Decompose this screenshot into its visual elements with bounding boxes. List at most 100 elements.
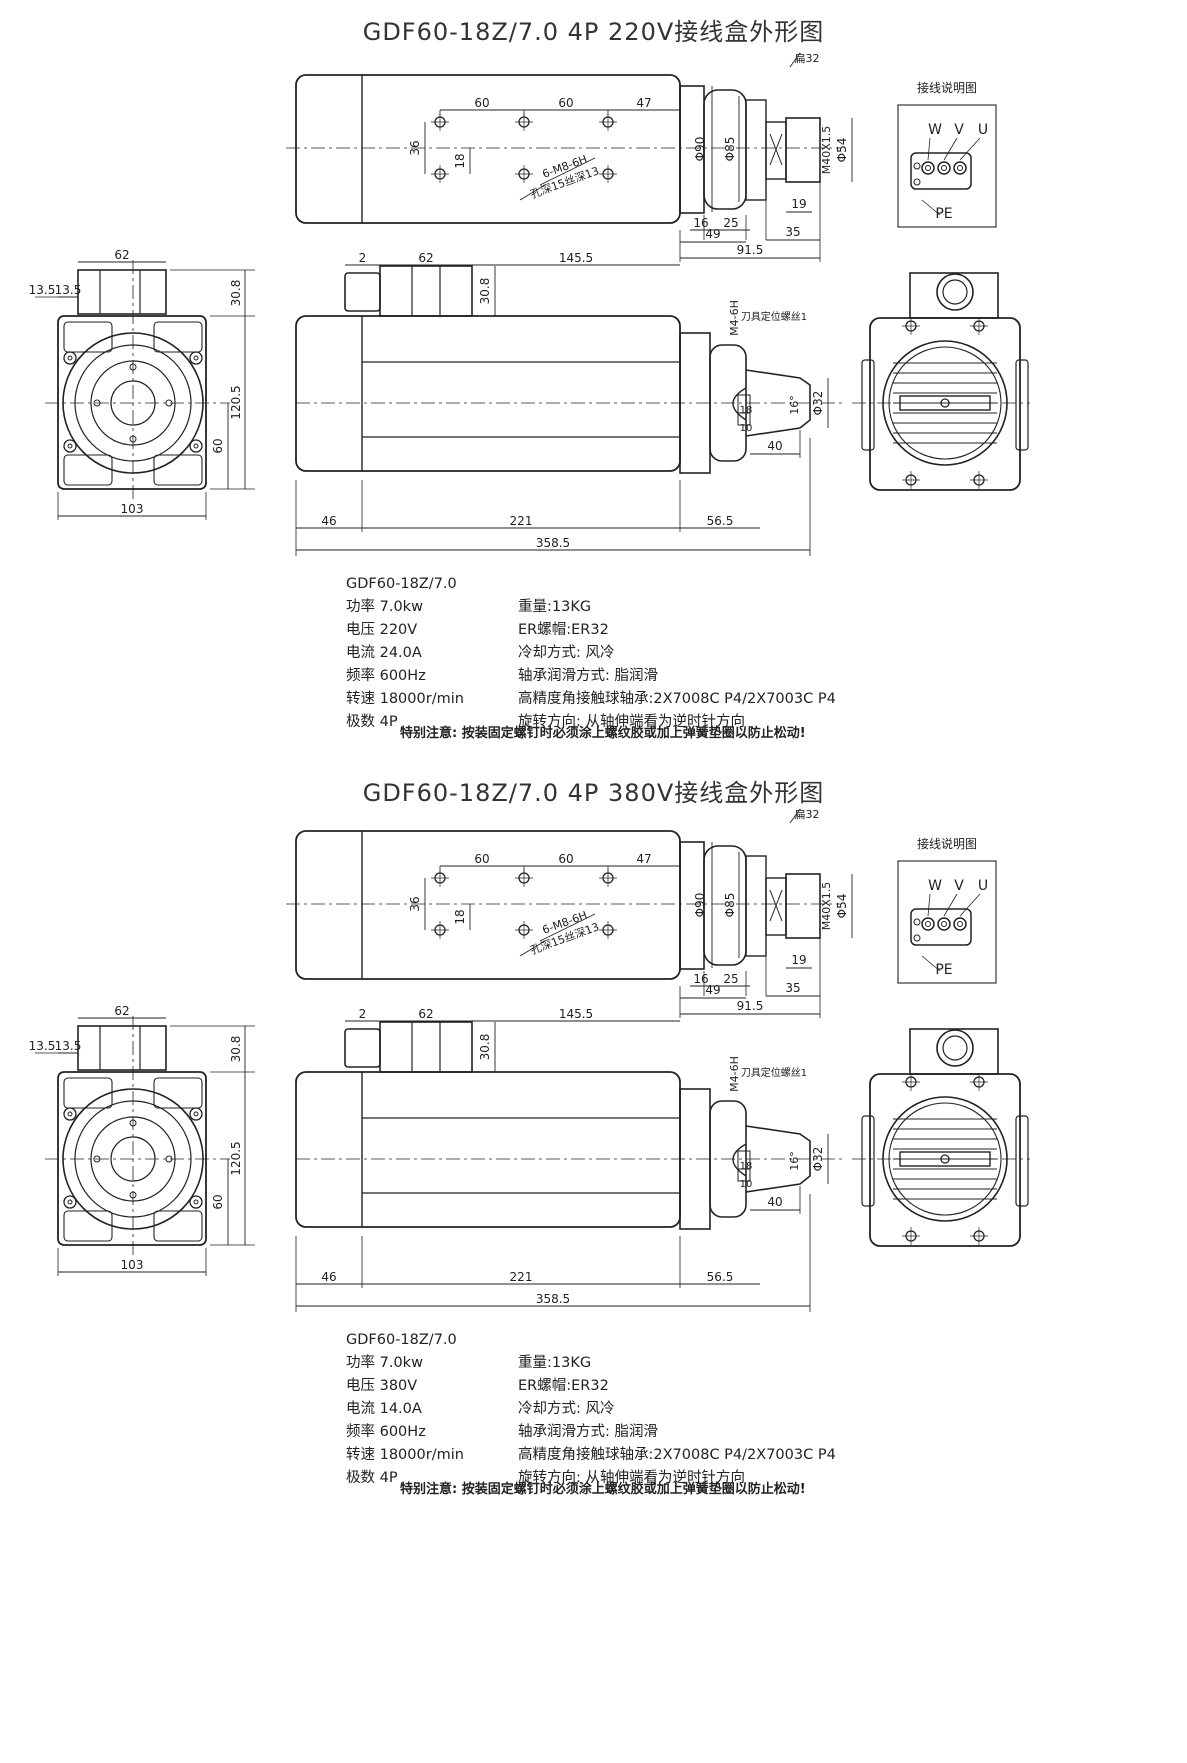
spec-table: GDF60-18Z/7.0 功率 7.0kw 重量:13KG 电压 380V ER螺… — [346, 1329, 836, 1490]
svg-text:19: 19 — [791, 953, 806, 967]
svg-text:145.5: 145.5 — [559, 251, 593, 265]
svg-text:13.5: 13.5 — [29, 283, 56, 297]
svg-text:Φ90: Φ90 — [693, 893, 707, 918]
drawing-title: GDF60-18Z/7.0 4P 220V接线盒外形图 — [362, 18, 825, 46]
svg-text:PE: PE — [935, 962, 952, 978]
svg-text:2: 2 — [359, 1007, 367, 1021]
svg-text:49: 49 — [705, 983, 720, 997]
svg-text:47: 47 — [636, 852, 651, 866]
svg-text:16°: 16° — [788, 395, 801, 415]
spec-bearings: 高精度角接触球轴承:2X7008C P4/2X7003C P4 — [518, 1447, 836, 1463]
spec-power: 功率 7.0kw — [346, 1355, 423, 1371]
spec-power: 功率 7.0kw — [346, 599, 423, 615]
svg-text:25: 25 — [723, 972, 738, 986]
svg-text:18: 18 — [740, 1161, 753, 1172]
svg-text:M4-6H: M4-6H — [728, 300, 741, 336]
svg-text:16°: 16° — [788, 1151, 801, 1171]
spec-cooling: 冷却方式: 风冷 — [518, 1401, 615, 1417]
spec-poles: 极数 4P — [346, 1470, 398, 1486]
svg-text:M40X1.5: M40X1.5 — [820, 882, 833, 931]
svg-text:62: 62 — [114, 1004, 129, 1018]
svg-text:36: 36 — [408, 896, 422, 911]
svg-text:49: 49 — [705, 227, 720, 241]
svg-text:Φ85: Φ85 — [723, 137, 737, 162]
svg-text:56.5: 56.5 — [707, 514, 734, 528]
svg-text:221: 221 — [510, 1270, 533, 1284]
svg-text:40: 40 — [767, 439, 782, 453]
spec-current: 电流 14.0A — [346, 1401, 422, 1417]
drawing-title: GDF60-18Z/7.0 4P 380V接线盒外形图 — [362, 779, 825, 807]
spec-frequency: 频率 600Hz — [346, 1424, 426, 1440]
svg-text:60: 60 — [474, 96, 489, 110]
svg-text:V: V — [954, 878, 964, 894]
svg-text:46: 46 — [321, 1270, 336, 1284]
svg-text:V: V — [954, 122, 964, 138]
spec-model: GDF60-18Z/7.0 — [346, 1332, 457, 1348]
svg-text:Φ54: Φ54 — [835, 138, 849, 163]
svg-text:13.5: 13.5 — [55, 1039, 82, 1053]
svg-text:46: 46 — [321, 514, 336, 528]
spec-lubrication: 轴承润滑方式: 脂润滑 — [518, 668, 658, 684]
svg-text:120.5: 120.5 — [229, 385, 243, 419]
spec-voltage: 电压 220V — [346, 622, 418, 638]
svg-text:扁32: 扁32 — [795, 808, 820, 821]
svg-text:Φ32: Φ32 — [811, 391, 825, 416]
spec-voltage: 电压 380V — [346, 1378, 418, 1394]
svg-text:56.5: 56.5 — [707, 1270, 734, 1284]
svg-text:60: 60 — [211, 438, 225, 453]
svg-text:103: 103 — [121, 1258, 144, 1272]
svg-text:358.5: 358.5 — [536, 536, 570, 550]
svg-text:62: 62 — [418, 251, 433, 265]
spec-cooling: 冷却方式: 风冷 — [518, 645, 615, 661]
svg-text:60: 60 — [558, 852, 573, 866]
svg-text:60: 60 — [211, 1194, 225, 1209]
spec-collet: ER螺帽:ER32 — [518, 1378, 609, 1394]
svg-text:U: U — [978, 122, 988, 138]
svg-text:16: 16 — [693, 972, 708, 986]
svg-text:30.8: 30.8 — [478, 1034, 492, 1061]
svg-text:M40X1.5: M40X1.5 — [820, 126, 833, 175]
svg-text:扁32: 扁32 — [795, 52, 820, 65]
svg-text:60: 60 — [558, 96, 573, 110]
svg-text:16: 16 — [693, 216, 708, 230]
svg-text:13.5: 13.5 — [29, 1039, 56, 1053]
svg-text:30.8: 30.8 — [229, 280, 243, 307]
svg-text:30.8: 30.8 — [229, 1036, 243, 1063]
svg-text:W: W — [928, 878, 942, 894]
warning-note: 特别注意: 按装固定螺钉时必须涂上螺纹胶或加上弹簧垫圈以防止松动! — [400, 1482, 806, 1497]
svg-text:Φ32: Φ32 — [811, 1147, 825, 1172]
svg-text:2: 2 — [359, 251, 367, 265]
svg-text:Φ54: Φ54 — [835, 894, 849, 919]
spec-rotation: 旋转方向: 从轴伸端看为逆时针方向 — [518, 1470, 745, 1486]
svg-text:13.5: 13.5 — [55, 283, 82, 297]
svg-text:Φ90: Φ90 — [693, 137, 707, 162]
spec-collet: ER螺帽:ER32 — [518, 622, 609, 638]
spec-weight: 重量:13KG — [518, 1355, 592, 1371]
spec-bearings: 高精度角接触球轴承:2X7008C P4/2X7003C P4 — [518, 691, 836, 707]
svg-text:40: 40 — [767, 1195, 782, 1209]
svg-text:刀具定位螺丝1: 刀具定位螺丝1 — [741, 310, 807, 323]
svg-text:145.5: 145.5 — [559, 1007, 593, 1021]
svg-text:358.5: 358.5 — [536, 1292, 570, 1306]
svg-text:W: W — [928, 122, 942, 138]
spec-current: 电流 24.0A — [346, 645, 422, 661]
svg-text:47: 47 — [636, 96, 651, 110]
svg-text:10: 10 — [740, 423, 753, 434]
svg-text:接线说明图: 接线说明图 — [917, 836, 977, 851]
spec-model: GDF60-18Z/7.0 — [346, 576, 457, 592]
svg-text:刀具定位螺丝1: 刀具定位螺丝1 — [741, 1066, 807, 1079]
spec-speed: 转速 18000r/min — [346, 691, 464, 707]
svg-text:60: 60 — [474, 852, 489, 866]
svg-text:Φ85: Φ85 — [723, 893, 737, 918]
svg-text:U: U — [978, 878, 988, 894]
svg-text:接线说明图: 接线说明图 — [917, 80, 977, 95]
spec-rotation: 旋转方向: 从轴伸端看为逆时针方向 — [518, 714, 745, 730]
svg-text:19: 19 — [791, 197, 806, 211]
svg-text:62: 62 — [418, 1007, 433, 1021]
svg-text:18: 18 — [453, 909, 467, 924]
svg-text:18: 18 — [740, 405, 753, 416]
svg-text:M4-6H: M4-6H — [728, 1056, 741, 1092]
spec-poles: 极数 4P — [346, 714, 398, 730]
